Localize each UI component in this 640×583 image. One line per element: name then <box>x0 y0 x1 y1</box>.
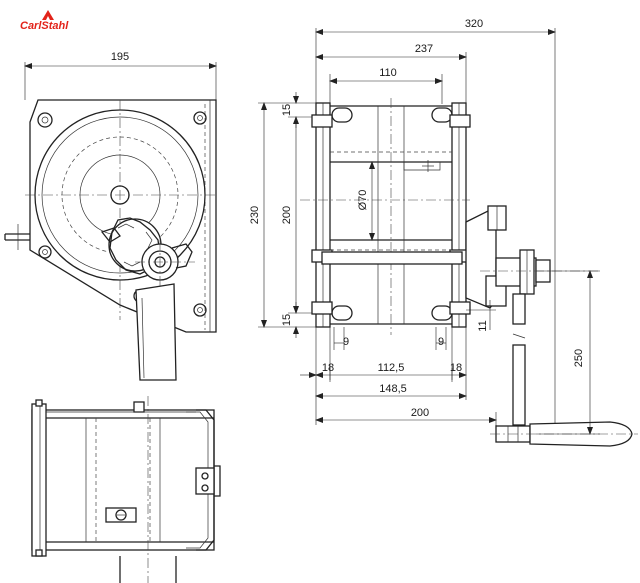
dim-15-top: 15 <box>281 104 293 116</box>
dim-200-horizontal: 200 <box>411 407 429 419</box>
dim-9-left: 9 <box>343 336 349 348</box>
dim-11: 11 <box>477 320 489 331</box>
top-view <box>31 396 221 583</box>
dim-250: 250 <box>573 349 585 367</box>
dim-195: 195 <box>111 51 129 63</box>
dim-18-right: 18 <box>450 362 462 374</box>
dim-237: 237 <box>415 43 433 55</box>
dim-320: 320 <box>465 18 483 30</box>
dim-148-5: 148,5 <box>379 383 407 395</box>
dim-112-5: 112,5 <box>378 362 405 374</box>
carlstahl-logo: CarlStahl <box>20 6 80 38</box>
logo-mark-icon <box>42 10 54 20</box>
dim-230: 230 <box>249 206 261 224</box>
dim-110: 110 <box>379 67 397 79</box>
dim-15-bottom: 15 <box>281 314 293 326</box>
dim-18-left: 18 <box>322 362 334 374</box>
dim-diameter-70: Ø70 <box>357 190 369 211</box>
side-view <box>258 28 638 447</box>
dim-200-vertical: 200 <box>281 206 293 224</box>
dim-9-right: 9 <box>438 336 444 348</box>
front-view <box>4 62 217 381</box>
logo-wordmark: CarlStahl <box>20 20 69 32</box>
